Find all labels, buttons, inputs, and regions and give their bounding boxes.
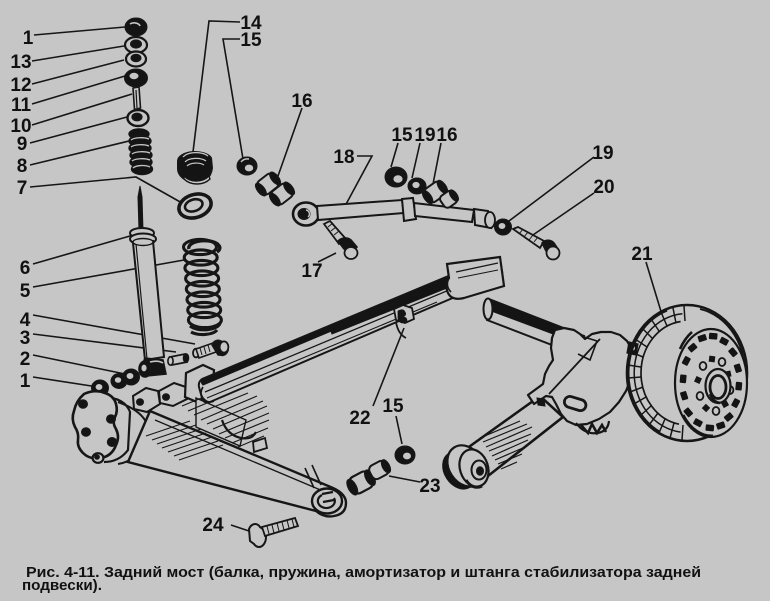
svg-text:13: 13 <box>10 52 31 73</box>
svg-text:8: 8 <box>17 156 28 177</box>
svg-text:1: 1 <box>23 28 34 49</box>
svg-text:20: 20 <box>593 177 614 198</box>
svg-text:7: 7 <box>17 178 28 199</box>
svg-text:9: 9 <box>17 134 28 155</box>
svg-text:15: 15 <box>240 30 262 51</box>
svg-text:21: 21 <box>631 244 653 265</box>
svg-text:19: 19 <box>592 143 613 164</box>
svg-text:1: 1 <box>20 371 31 392</box>
svg-text:16: 16 <box>436 125 457 146</box>
svg-text:6: 6 <box>20 258 31 279</box>
svg-text:16: 16 <box>291 91 312 112</box>
svg-text:18: 18 <box>333 147 354 168</box>
svg-text:12: 12 <box>10 75 31 96</box>
svg-text:5: 5 <box>20 281 31 302</box>
svg-text:Рис. 4-11. Задний мост (балка,: Рис. 4-11. Задний мост (балка, пружина, … <box>26 564 701 581</box>
svg-text:подвески).: подвески). <box>22 577 102 594</box>
svg-text:23: 23 <box>419 476 440 497</box>
svg-text:19: 19 <box>414 125 435 146</box>
svg-text:15: 15 <box>391 125 413 146</box>
svg-text:2: 2 <box>20 349 31 370</box>
svg-text:22: 22 <box>349 408 370 429</box>
svg-text:11: 11 <box>11 95 32 116</box>
svg-text:14: 14 <box>240 13 262 34</box>
svg-text:10: 10 <box>10 116 31 137</box>
svg-text:3: 3 <box>20 328 31 349</box>
svg-text:24: 24 <box>202 515 224 536</box>
svg-text:4: 4 <box>20 310 31 331</box>
svg-text:17: 17 <box>301 261 322 282</box>
svg-text:15: 15 <box>382 396 404 417</box>
